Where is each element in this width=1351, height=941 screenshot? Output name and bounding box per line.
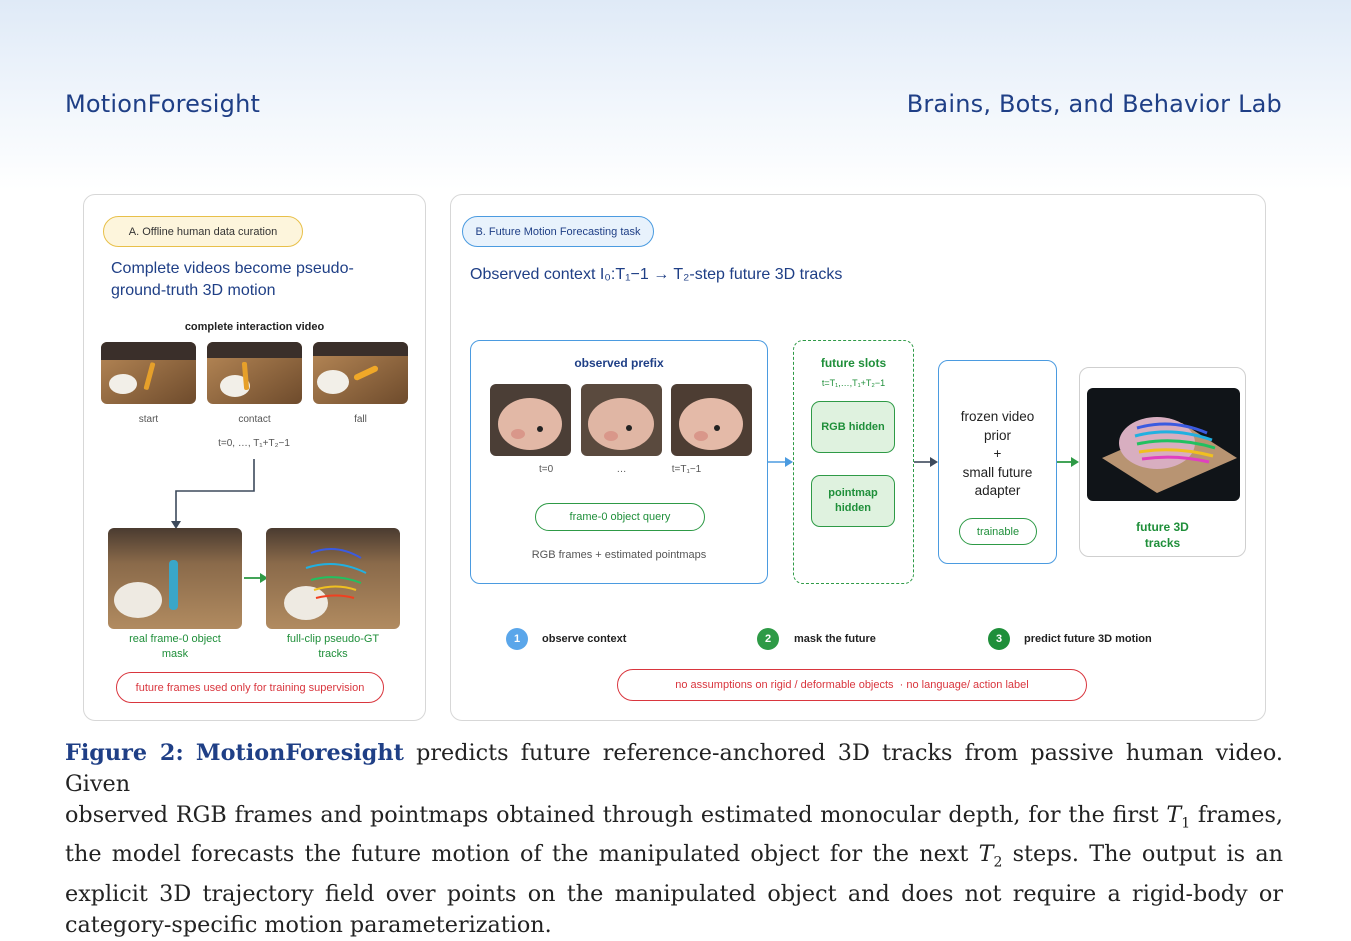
prior-line2: prior <box>983 427 1011 443</box>
curation-connector <box>171 459 268 583</box>
observed-frame-mid <box>581 384 662 456</box>
pointmap-hidden-box: pointmap hidden <box>811 475 895 527</box>
step-3-badge: 3 <box>988 628 1010 650</box>
observed-frame-last <box>671 384 752 456</box>
future-title: future slots <box>820 356 887 370</box>
header-left-title: MotionForesight <box>65 90 261 118</box>
panel-a-heading-line1: Complete videos become pseudo- <box>111 260 354 277</box>
pointmap-hidden-line2: hidden <box>834 502 872 514</box>
frame-photo-contact <box>207 342 302 404</box>
output-tracks-image <box>1087 388 1240 501</box>
video-label: complete interaction video <box>184 321 325 333</box>
tracks-photo <box>266 528 400 629</box>
frame-caption-fall: fall <box>354 414 367 425</box>
observed-time-mid: … <box>616 464 627 475</box>
time-range-label: t=0, …, T₁+T₂−1 <box>218 438 290 449</box>
tracks-label-line1: full-clip pseudo-GT <box>286 633 380 645</box>
observed-time-last: t=T₁−1 <box>671 464 702 475</box>
trainable-pill: trainable <box>959 518 1037 545</box>
caption-line2-end: frames, <box>1190 802 1283 828</box>
panel-b-heading: Observed context I₀:T₁−1 → T₂-step futur… <box>470 266 843 283</box>
assumption-note: no assumptions on rigid / deformable obj… <box>617 669 1087 701</box>
panel-a: A. Offline human data curation Complete … <box>83 194 426 721</box>
step-1-label: observe context <box>542 633 627 645</box>
prior-line3: small future <box>962 464 1033 480</box>
mask-label-line2: mask <box>161 648 189 660</box>
mask-label: real frame-0 object mask <box>108 632 242 662</box>
caption-prefix: Figure 2: <box>65 740 184 766</box>
observed-frame-0 <box>490 384 571 456</box>
caption-line5: category-specific motion parameterizatio… <box>65 911 552 938</box>
output-label-line2: tracks <box>1144 536 1181 550</box>
output-label: future 3D tracks <box>1080 519 1245 551</box>
observed-time-0: t=0 <box>539 464 554 475</box>
caption-t1-sub: 1 <box>1181 815 1191 832</box>
header-right-title: Brains, Bots, and Behavior Lab <box>906 90 1282 118</box>
caption-t2: T <box>978 841 994 868</box>
observed-title: observed prefix <box>574 356 664 370</box>
header-band <box>0 0 1351 190</box>
panel-a-heading-line2: ground-truth 3D motion <box>111 282 276 299</box>
pointmap-hidden-line1: pointmap <box>828 487 878 499</box>
step-1-badge: 1 <box>506 628 528 650</box>
prior-line1: frozen video <box>960 409 1035 424</box>
step-2-badge: 2 <box>757 628 779 650</box>
prior-plus: + <box>993 446 1002 461</box>
video-prior-box: frozen video prior + small future adapte… <box>938 360 1057 564</box>
caption-line3-end: steps. The output is an <box>1002 841 1283 868</box>
frame-caption-start: start <box>138 414 159 425</box>
step-3-label: predict future 3D motion <box>1024 633 1152 645</box>
tracks-label-line2: tracks <box>318 648 348 660</box>
caption-t2-sub: 2 <box>993 854 1003 871</box>
caption-line3: the model forecasts the future motion of… <box>65 841 979 868</box>
figure-caption: Figure 2: MotionForesight predicts futur… <box>65 738 1283 941</box>
observed-prefix-box: observed prefix t=0 … t=T₁−1 frame-0 obj… <box>470 340 768 584</box>
prior-line4: adapter <box>974 483 1021 498</box>
observed-note: RGB frames + estimated pointmaps <box>531 549 707 561</box>
caption-t1: T <box>1166 802 1182 828</box>
query-pill: frame-0 object query <box>535 503 705 531</box>
panel-a-tag: A. Offline human data curation <box>103 216 303 247</box>
output-label-line1: future 3D <box>1136 520 1189 534</box>
frame-caption-contact: contact <box>238 414 271 425</box>
prior-text: frozen video prior + small future adapte… <box>939 408 1056 501</box>
rgb-hidden-box: RGB hidden <box>811 401 895 453</box>
caption-line1: predicts future reference-anchored 3D tr… <box>65 740 1283 797</box>
panel-b: B. Future Motion Forecasting task Observ… <box>450 194 1266 721</box>
future-range: t=T₁,…,T₁+T₂−1 <box>821 378 886 388</box>
panel-b-tag: B. Future Motion Forecasting task <box>462 216 654 247</box>
caption-name: MotionForesight <box>195 740 404 766</box>
caption-line4: explicit 3D trajectory field over points… <box>65 880 1283 907</box>
output-box: future 3D tracks <box>1079 367 1246 557</box>
panel-a-heading: Complete videos become pseudo- ground-tr… <box>111 258 354 302</box>
frame-photo-start <box>101 342 196 404</box>
mask-label-line1: real frame-0 object <box>129 633 221 645</box>
tracks-label: full-clip pseudo-GT tracks <box>266 632 400 662</box>
step-2-label: mask the future <box>794 633 876 645</box>
supervision-note: future frames used only for training sup… <box>116 672 384 703</box>
caption-line2: observed RGB frames and pointmaps obtain… <box>65 802 1167 828</box>
frame-photo-fall <box>313 342 408 404</box>
future-slots-box: future slots t=T₁,…,T₁+T₂−1 RGB hidden p… <box>793 340 914 584</box>
pipeline-arrows <box>768 457 1079 467</box>
mask-photo <box>108 528 242 629</box>
